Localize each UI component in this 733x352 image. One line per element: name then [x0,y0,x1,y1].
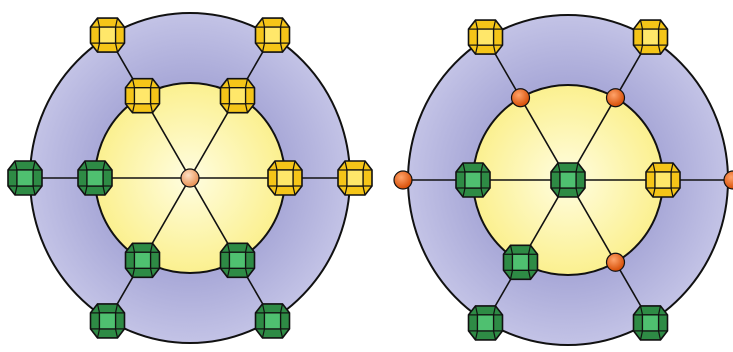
outer-node-0 [632,19,669,55]
right-diagram [393,14,733,346]
outer-node-2 [337,160,373,196]
outer-node-4 [467,305,504,341]
outer-node-3 [393,170,413,190]
inner-node-5 [605,252,626,272]
inner-node-0 [605,88,626,108]
spoke-line [567,179,652,324]
inner-node-4 [502,244,539,281]
inner-node-2 [645,162,681,198]
inner-node-0 [219,77,256,114]
outer-node-1 [89,17,126,53]
outer-node-5 [632,305,669,341]
spoke-line [567,36,652,181]
outer-node-2 [723,170,733,190]
inner-node-5 [219,242,256,279]
left-diagram [7,12,373,344]
inner-node-2 [267,160,303,196]
spoke-line [484,36,569,181]
outer-node-0 [254,17,291,53]
inner-node-3 [455,162,491,198]
inner-node-1 [510,88,531,108]
inner-node-1 [124,77,161,114]
outer-node-1 [467,19,504,55]
outer-node-3 [7,160,43,196]
inner-node-3 [77,160,113,196]
outer-node-4 [89,303,126,339]
inner-node-4 [124,242,161,279]
center-node [550,162,586,198]
outer-node-5 [254,303,291,339]
center-node [180,168,200,188]
